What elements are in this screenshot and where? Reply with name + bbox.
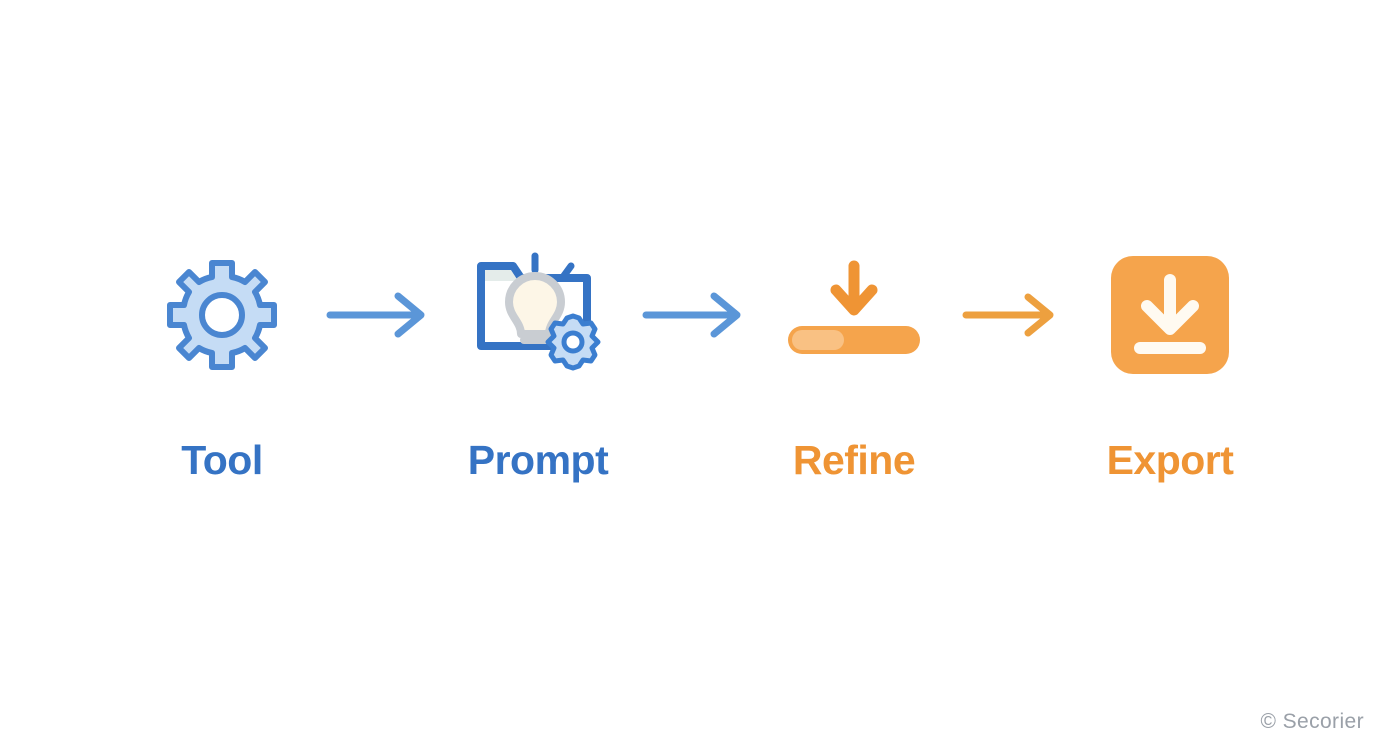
flow-step-label-tool: Tool bbox=[181, 437, 263, 483]
copyright-watermark: © Secorier bbox=[1260, 710, 1364, 733]
refine-slider-icon bbox=[761, 250, 947, 380]
flow-step-prompt[interactable]: Prompt bbox=[445, 250, 631, 481]
gear-icon bbox=[129, 250, 315, 380]
flow-step-tool[interactable]: Tool bbox=[129, 250, 315, 481]
arrow-prompt-to-refine bbox=[631, 250, 761, 380]
export-download-icon bbox=[1077, 250, 1263, 380]
flow-step-export[interactable]: Export bbox=[1077, 250, 1263, 481]
ghost-watermark-band bbox=[0, 18, 1392, 60]
flow-step-label-prompt: Prompt bbox=[467, 437, 609, 483]
flow-step-label-refine: Refine bbox=[792, 437, 916, 483]
flow-step-label-export: Export bbox=[1106, 437, 1234, 483]
flow-step-refine[interactable]: Refine bbox=[761, 250, 947, 481]
arrow-refine-to-export bbox=[947, 250, 1077, 380]
workflow-pipeline: Tool bbox=[0, 250, 1392, 510]
arrow-tool-to-prompt bbox=[315, 250, 445, 380]
prompt-lightbulb-icon bbox=[445, 250, 631, 380]
